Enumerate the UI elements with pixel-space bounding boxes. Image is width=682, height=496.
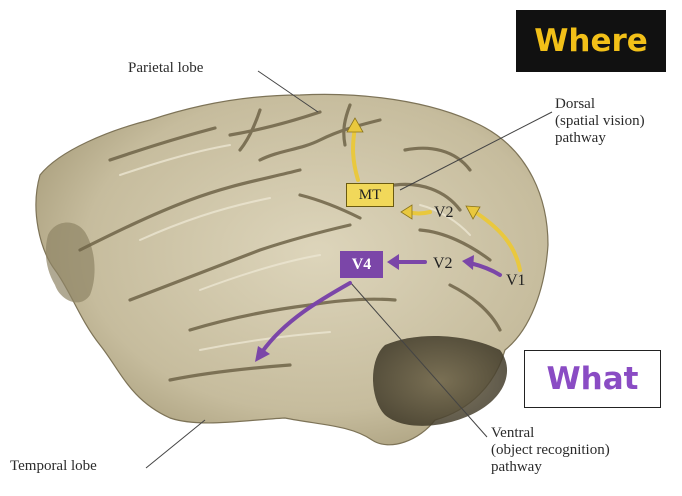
ventral-line-1: Ventral (491, 425, 666, 442)
v2-lower-label: V2 (433, 255, 453, 273)
where-callout: Where (516, 10, 666, 72)
mt-area-label: MT (346, 183, 394, 207)
what-callout-text: What (546, 361, 638, 397)
ventral-line-3: pathway (491, 459, 666, 476)
ventral-line-2: (object recognition) (491, 442, 666, 459)
dorsal-line-2: (spatial vision) (555, 113, 682, 130)
where-callout-text: Where (534, 23, 648, 59)
v2-upper-label: V2 (434, 204, 454, 222)
what-callout: What (524, 350, 661, 408)
v1-label: V1 (506, 272, 526, 290)
parietal-lobe-label: Parietal lobe (128, 60, 203, 77)
cerebellum-shadow (373, 336, 507, 426)
dorsal-line-1: Dorsal (555, 96, 682, 113)
ventral-pathway-label: Ventral (object recognition) pathway (491, 425, 666, 476)
v4-area-label: V4 (340, 251, 383, 278)
temporal-lobe-label: Temporal lobe (10, 458, 97, 475)
dorsal-line-3: pathway (555, 130, 682, 147)
dorsal-pathway-label: Dorsal (spatial vision) pathway (555, 96, 682, 147)
